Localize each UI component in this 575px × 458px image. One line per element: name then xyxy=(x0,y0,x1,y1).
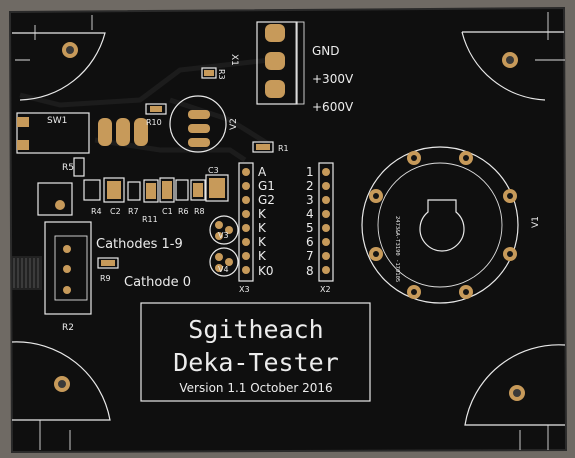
x2-pin-5: 5 xyxy=(306,221,314,235)
copper-traces xyxy=(19,57,272,163)
x2-pin-7: 7 xyxy=(306,249,314,263)
transistor-v4: V4 xyxy=(209,247,239,277)
x2-pin-1: 1 xyxy=(306,165,314,179)
x2-pin-2: 2 xyxy=(306,179,314,193)
potentiometer-r2: R2 xyxy=(12,221,92,333)
corner-top-right xyxy=(461,12,565,101)
svg-text:R8: R8 xyxy=(194,207,205,216)
regulator-v2: V2 xyxy=(169,95,239,153)
switch-pads xyxy=(98,118,148,146)
pad-300v xyxy=(265,52,285,70)
label-cathode-0: Cathode 0 xyxy=(124,275,191,290)
svg-text:R5: R5 xyxy=(62,163,74,173)
x2-pin-6: 6 xyxy=(306,235,314,249)
svg-text:R1: R1 xyxy=(278,144,289,153)
svg-text:C2: C2 xyxy=(110,207,121,216)
svg-text:R6: R6 xyxy=(178,207,189,216)
subtitle: Deka-Tester xyxy=(173,348,339,377)
svg-text:V1: V1 xyxy=(531,216,541,228)
label-gnd: GND xyxy=(312,44,340,58)
x3-pin-2: G1 xyxy=(258,179,275,193)
x3-pin-7: K xyxy=(258,249,267,263)
corner-top-left xyxy=(12,15,106,101)
svg-text:R10: R10 xyxy=(146,118,162,127)
svg-text:R2: R2 xyxy=(62,323,74,333)
svg-text:V2: V2 xyxy=(229,118,239,130)
tube-serial: 2473&A-T3190 -170105 xyxy=(394,216,400,282)
corner-bottom-left xyxy=(11,341,111,450)
label-300v: +300V xyxy=(312,72,354,86)
header-x2: 1 2 3 4 5 6 7 8 X2 xyxy=(306,162,334,294)
label-600v: +600V xyxy=(312,100,354,114)
pad-600v xyxy=(265,80,285,98)
smd-row: R4 C2 R7 R11 C1 R6 R8 C3 xyxy=(83,166,229,224)
corner-bottom-right xyxy=(464,344,566,450)
x2-pin-3: 3 xyxy=(306,193,314,207)
x3-pin-4: K xyxy=(258,207,267,221)
svg-text:X3: X3 xyxy=(239,285,250,294)
x3-pin-6: K xyxy=(258,235,267,249)
title: Sgitheach xyxy=(188,315,323,344)
svg-text:R11: R11 xyxy=(142,215,158,224)
header-x3: A G1 G2 K K K K K0 X3 xyxy=(238,162,275,294)
transistor-v3: V3 xyxy=(209,215,239,245)
x3-pin-8: K0 xyxy=(258,264,274,278)
svg-text:SW1: SW1 xyxy=(47,116,67,126)
resistor-r10: R10 xyxy=(145,103,167,127)
x3-pin-3: G2 xyxy=(258,193,275,207)
svg-text:R4: R4 xyxy=(91,207,102,216)
resistor-r5: R5 xyxy=(62,157,85,177)
svg-text:C3: C3 xyxy=(208,166,219,175)
x3-pin-1: A xyxy=(258,165,267,179)
svg-text:R3: R3 xyxy=(217,69,226,80)
resistor-r9: R9 xyxy=(97,257,119,283)
x2-pin-8: 8 xyxy=(306,264,314,278)
svg-text:R9: R9 xyxy=(100,274,111,283)
svg-text:X2: X2 xyxy=(320,285,331,294)
x3-pin-5: K xyxy=(258,221,267,235)
version-text: Version 1.1 October 2016 xyxy=(179,381,332,395)
pad-gnd xyxy=(265,24,285,42)
svg-text:V3: V3 xyxy=(218,231,229,240)
svg-text:C1: C1 xyxy=(162,207,173,216)
resistor-r3: R3 xyxy=(201,67,226,80)
switch-sw1: SW1 xyxy=(16,112,90,154)
board-outline xyxy=(8,6,568,454)
label-cathodes-1-9: Cathodes 1-9 xyxy=(96,237,183,252)
x2-pin-4: 4 xyxy=(306,207,314,221)
title-block: Sgitheach Deka-Tester Version 1.1 Octobe… xyxy=(140,302,371,402)
resistor-r1: R1 xyxy=(252,141,289,153)
svg-text:V4: V4 xyxy=(218,265,229,274)
x1-ref: X1 xyxy=(229,54,239,66)
tube-socket-v1: 2473&A-T3190 -170105 V1 xyxy=(361,146,541,304)
svg-text:R7: R7 xyxy=(128,207,139,216)
connector-left xyxy=(37,182,73,216)
connector-x1: X1 GND +300V +600V xyxy=(229,21,354,114)
